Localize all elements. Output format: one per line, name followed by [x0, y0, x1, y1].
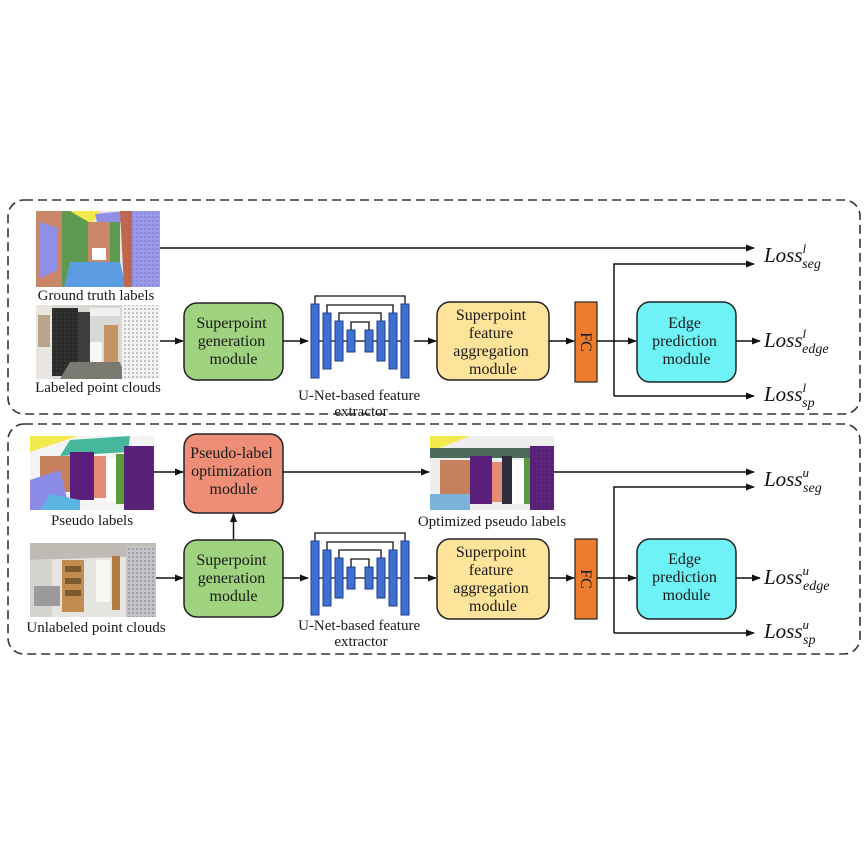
- edge-prediction-module: [636, 538, 737, 620]
- unet-skip-connection: [314, 532, 406, 541]
- unet-feature-extractor: [310, 532, 410, 616]
- unet-block: [388, 312, 398, 370]
- unet-skip-connection: [326, 304, 394, 313]
- unet-block: [334, 320, 344, 362]
- optimized-pseudo-labels-caption: Optimized pseudo labels: [418, 514, 566, 530]
- unet-block: [376, 557, 386, 599]
- pseudo-labels-caption: Pseudo labels: [51, 513, 133, 529]
- unet-skip-connection: [350, 558, 370, 567]
- unet-skip-connection: [326, 541, 394, 550]
- superpoint-feature-aggregation-module: [436, 538, 550, 620]
- unet-feature-extractor: [310, 295, 410, 379]
- unet-block: [364, 329, 374, 353]
- unet-block: [346, 566, 356, 590]
- aggregation-label: Superpoint feature aggregation module: [453, 544, 533, 615]
- unet-skip-connection: [338, 312, 382, 321]
- edge-label: Edge prediction module: [652, 551, 721, 604]
- aggregation-label: Superpoint feature aggregation module: [453, 307, 533, 378]
- unet-block: [322, 549, 332, 607]
- superpoint-generation-label: Superpoint generation module: [196, 552, 270, 605]
- unet-block: [388, 549, 398, 607]
- unet-skip-connection: [338, 549, 382, 558]
- unet-block: [400, 303, 410, 379]
- edge-prediction-module: [636, 301, 737, 383]
- fc-label: FC: [577, 332, 594, 352]
- panel-labeled: Ground truth labels Labeled point clouds…: [7, 199, 861, 420]
- pseudo-label-optimization-label: Pseudo-label optimization module: [190, 445, 277, 498]
- pseudo-label-optimization-module: [183, 433, 284, 514]
- unet-block: [364, 566, 374, 590]
- superpoint-generation-label: Superpoint generation module: [196, 315, 270, 368]
- fc-layer: [574, 301, 598, 383]
- unet-block: [310, 540, 320, 616]
- ground-truth-image: [36, 211, 160, 287]
- unet-caption: U-Net-based feature extractor: [298, 388, 424, 420]
- unet-block: [310, 303, 320, 379]
- optimized-pseudo-labels-image: [430, 436, 554, 510]
- fc-label: FC: [577, 569, 594, 589]
- fc-layer: [574, 538, 598, 620]
- panel-unlabeled: Pseudo labels Unlabeled point clouds Pse…: [7, 423, 861, 655]
- labeled-point-cloud-caption: Labeled point clouds: [35, 380, 161, 396]
- panel-border: [7, 199, 861, 415]
- unet-block: [346, 329, 356, 353]
- panel-border: [7, 423, 861, 655]
- unet-block: [322, 312, 332, 370]
- unet-caption: U-Net-based feature extractor: [298, 618, 424, 650]
- unet-skip-connection: [314, 295, 406, 304]
- unlabeled-point-cloud-caption: Unlabeled point clouds: [26, 620, 165, 636]
- unet-block: [376, 320, 386, 362]
- pseudo-labels-image: [30, 436, 154, 510]
- labeled-point-cloud-image: [36, 305, 160, 379]
- ground-truth-caption: Ground truth labels: [38, 288, 155, 304]
- edge-label: Edge prediction module: [652, 315, 721, 368]
- unet-block: [334, 557, 344, 599]
- fc-to-loss-seg-arrow: [613, 483, 755, 633]
- fc-to-loss-seg-arrow: [613, 260, 755, 396]
- unet-block: [400, 540, 410, 616]
- unlabeled-point-cloud-image: [30, 543, 156, 617]
- unet-skip-connection: [350, 321, 370, 330]
